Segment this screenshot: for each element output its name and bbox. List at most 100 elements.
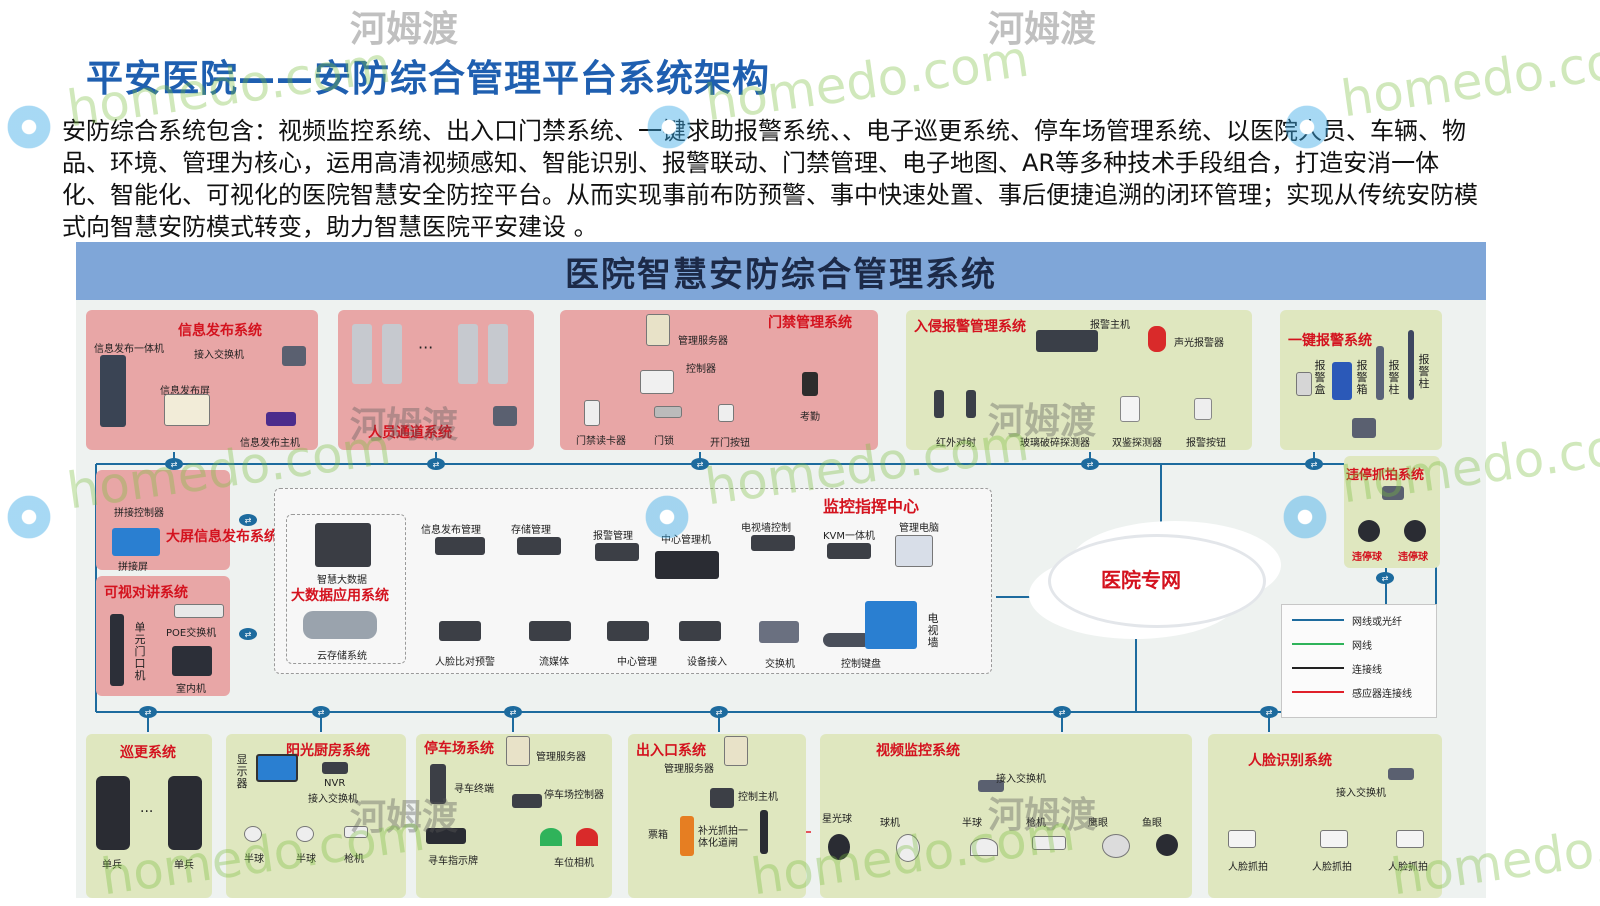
server-icon <box>595 543 639 561</box>
poe-switch-icon <box>174 604 224 618</box>
keyboard-icon <box>823 633 871 647</box>
bigdata-panel: 智慧大数据 大数据应用系统 云存储系统 <box>286 514 406 664</box>
connector-icon: ⇄ <box>504 706 522 718</box>
access-panel: 门禁管理系统 管理服务器 控制器 考勤 门禁读卡器 门锁 开门按钮 <box>560 310 878 450</box>
access-label: 门禁读卡器 <box>576 436 626 447</box>
bullet-camera-icon <box>344 826 368 838</box>
switch-icon <box>1388 768 1414 780</box>
intrusion-label: 报警按钮 <box>1186 438 1226 449</box>
entrance-label: 票箱 <box>648 830 668 841</box>
barrier-gate-icon <box>760 810 768 854</box>
server-icon <box>679 621 721 641</box>
face-label: 人脸抓拍 <box>1388 862 1428 873</box>
violation-panel: 违停抓拍系统 违停球 违停球 <box>1344 456 1440 568</box>
emergency-label: 报警柱 <box>1418 353 1430 390</box>
patrol-title: 巡更系统 <box>120 745 176 761</box>
computer-icon <box>895 535 933 567</box>
intercom-label: 单元门口机 <box>134 621 146 682</box>
dome-camera-icon <box>1404 520 1426 542</box>
connector-icon: ⇄ <box>427 458 445 470</box>
watermark-text: 河姆渡 <box>350 9 459 50</box>
watermark-logo-icon <box>2 100 56 154</box>
intercom-title: 可视对讲系统 <box>104 585 188 601</box>
server-icon <box>751 535 795 551</box>
legend-swatch <box>1292 691 1344 693</box>
intrusion-label: 报警主机 <box>1090 320 1130 331</box>
infrared-icon <box>934 390 944 418</box>
panic-button-icon <box>1194 398 1212 420</box>
switch-icon <box>759 621 799 643</box>
server-icon <box>724 736 748 766</box>
host-icon <box>266 412 296 426</box>
face-camera-icon <box>1396 830 1424 848</box>
controller-icon <box>512 794 542 808</box>
connector-icon: ⇄ <box>1305 458 1323 470</box>
legend: 网线或光纤 网线 连接线 感应器连接线 <box>1281 604 1437 718</box>
tv-wall-icon <box>865 601 917 649</box>
bigscreen-label: 拼接屏 <box>118 562 148 573</box>
tv-wall-label: 电视墙 <box>927 612 939 649</box>
center-device-label: 流媒体 <box>539 657 569 668</box>
turnstile-icon <box>458 324 478 384</box>
center-device-label: 设备接入 <box>687 657 727 668</box>
kvm-icon <box>827 543 871 559</box>
management-terminal-icon <box>655 551 719 579</box>
center-device-label: 报警管理 <box>593 531 633 542</box>
kitchen-label: 接入交换机 <box>308 794 358 805</box>
entrance-panel: 出入口系统 管理服务器 控制主机 票箱 补光抓拍一体化道闸 <box>628 734 806 898</box>
server-icon <box>439 621 481 641</box>
connector-icon: ⇄ <box>1081 458 1099 470</box>
video-label: 接入交换机 <box>996 774 1046 785</box>
legend-label: 连接线 <box>1352 665 1382 676</box>
face-panel: 人脸识别系统 接入交换机 人脸抓拍 人脸抓拍 人脸抓拍 <box>1208 734 1442 898</box>
attendance-icon <box>802 372 818 396</box>
info-release-label: 信息发布一体机 <box>94 344 164 355</box>
center-device-label: 人脸比对预警 <box>435 657 495 668</box>
center-device-label: KVM一体机 <box>823 531 876 542</box>
intrusion-label: 双鉴探测器 <box>1112 438 1162 449</box>
connector-icon: ⇄ <box>239 628 257 640</box>
kitchen-label: 枪机 <box>344 854 364 865</box>
monitor-icon <box>256 754 298 782</box>
architecture-diagram: 医院智慧安防综合管理系统 <box>76 242 1486 898</box>
center-device-label: 中心管理 <box>617 657 657 668</box>
kiosk-icon <box>430 764 446 804</box>
space-camera-icon <box>576 828 598 846</box>
connector-icon: ⇄ <box>691 458 709 470</box>
display-icon <box>164 394 210 426</box>
nvr-icon <box>322 762 348 774</box>
video-label: 鹰眼 <box>1088 818 1108 829</box>
entrance-label: 管理服务器 <box>664 764 714 775</box>
kitchen-label: 半球 <box>296 854 316 865</box>
face-camera-icon <box>1320 830 1348 848</box>
watermark-logo-icon <box>1280 100 1334 154</box>
intrusion-label: 声光报警器 <box>1174 338 1224 349</box>
emergency-label: 报警盒 <box>1314 359 1326 396</box>
switch-icon <box>282 346 306 366</box>
gate-panel: ··· 人员通道系统 <box>338 310 534 450</box>
kiosk-icon <box>100 355 126 427</box>
exit-button-icon <box>718 404 734 422</box>
bigscreen-panel: 拼接控制器 大屏信息发布系统 拼接屏 <box>96 470 278 573</box>
access-label: 管理服务器 <box>678 336 728 347</box>
info-release-title: 信息发布系统 <box>178 323 262 339</box>
command-center-title: 监控指挥中心 <box>823 497 920 516</box>
connector-icon: ⇄ <box>312 706 330 718</box>
emergency-title: 一键报警系统 <box>1288 333 1372 349</box>
ticket-box-icon <box>680 816 694 856</box>
detector-icon <box>1120 396 1140 422</box>
bullet-camera-icon <box>1032 836 1066 850</box>
parking-label: 寻车指示牌 <box>428 856 478 867</box>
parking-label: 管理服务器 <box>536 752 586 763</box>
center-device-label: 管理电脑 <box>899 523 939 534</box>
turnstile-icon <box>352 324 372 384</box>
legend-swatch <box>1292 667 1344 669</box>
hospital-network-cloud <box>1051 537 1263 625</box>
face-title: 人脸识别系统 <box>1248 753 1332 769</box>
switch-icon <box>1352 418 1376 438</box>
video-label: 球机 <box>880 818 900 829</box>
infrared-icon <box>966 390 976 418</box>
alarm-box-icon <box>1296 372 1312 396</box>
video-panel: 视频监控系统 接入交换机 星光球 球机 半球 枪机 鹰眼 鱼眼 <box>820 734 1192 898</box>
parking-label: 寻车终端 <box>454 784 494 795</box>
